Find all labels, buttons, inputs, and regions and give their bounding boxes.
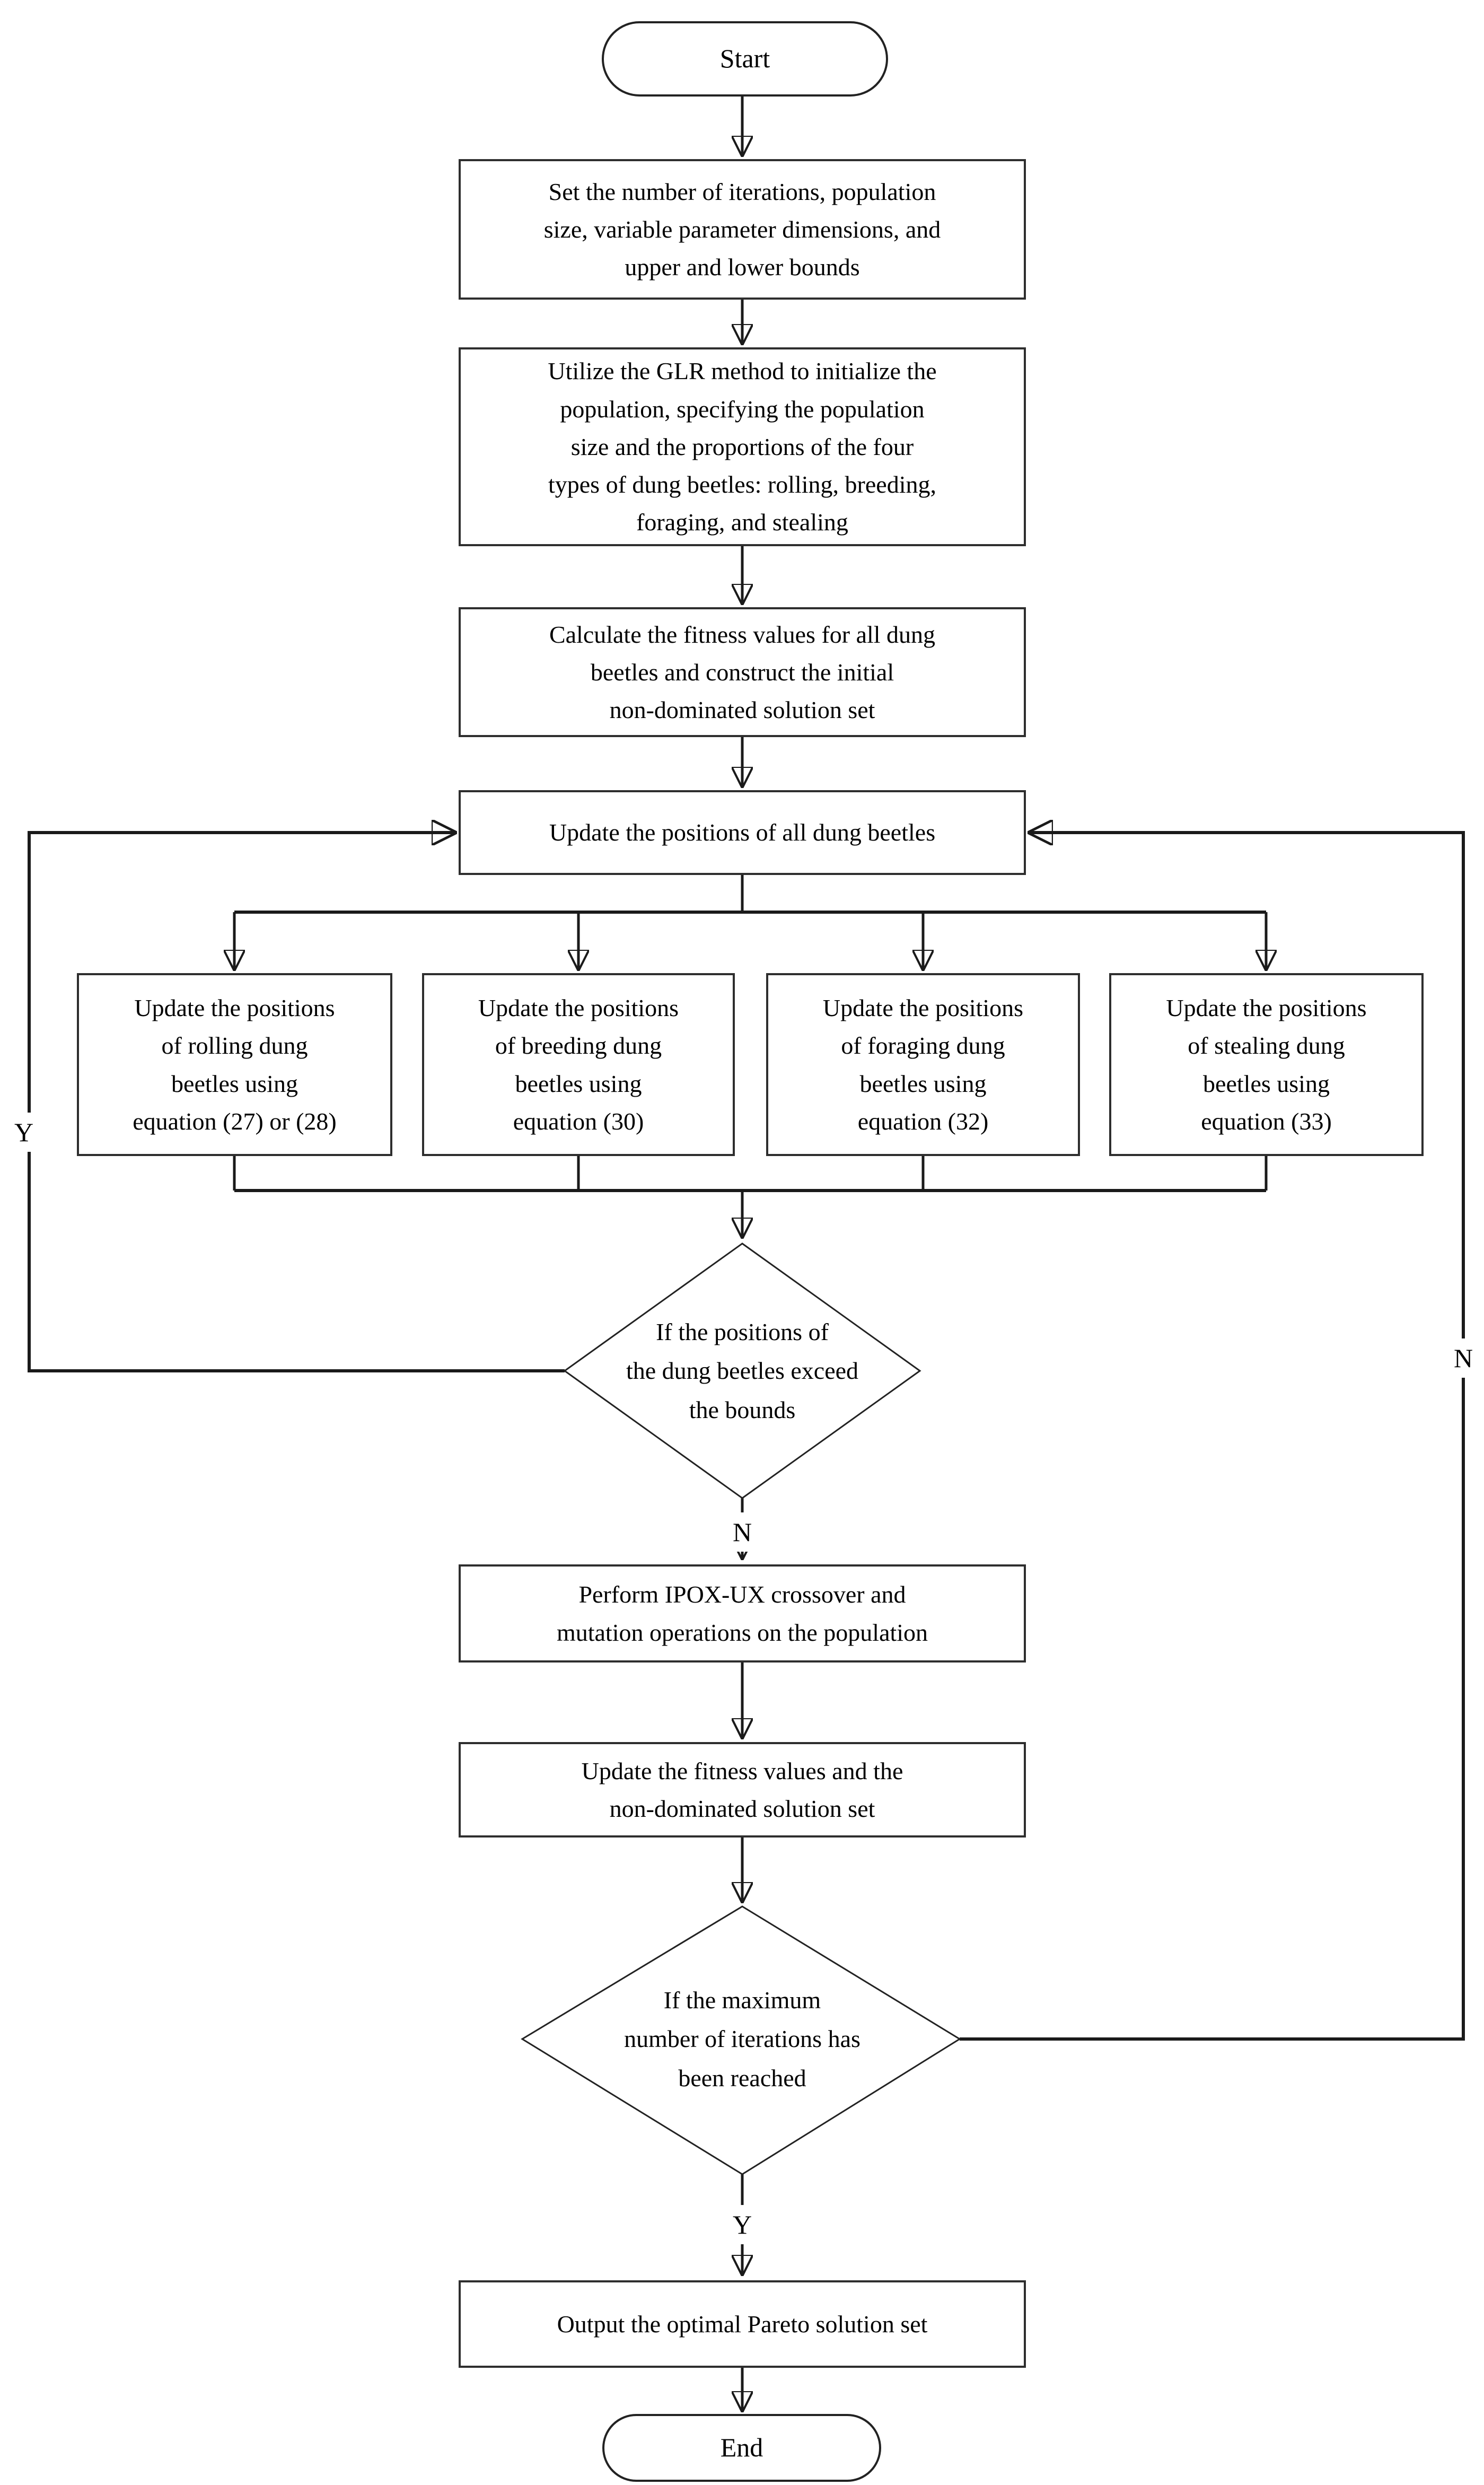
update-all-positions-node: Update the positions of all dung beetles — [459, 790, 1026, 875]
output-pareto-node: Output the optimal Pareto solution set — [459, 2280, 1026, 2368]
update-foraging-node: Update the positions of foraging dung be… — [766, 973, 1080, 1156]
bounds-yes-label: Y — [4, 1113, 43, 1152]
start-node: Start — [602, 21, 888, 97]
iterations-yes-label: Y — [719, 2205, 766, 2244]
bounds-decision-diamond — [563, 1242, 921, 1499]
calculate-fitness-node: Calculate the fitness values for all dun… — [459, 607, 1026, 737]
edge-iterations-no-loop — [960, 833, 1465, 2041]
bounds-no-label: N — [719, 1512, 766, 1552]
set-parameters-node: Set the number of iterations, population… — [459, 159, 1026, 300]
update-rolling-node: Update the positions of rolling dung bee… — [77, 973, 392, 1156]
bounds-decision-label: If the positions of the dung beetles exc… — [626, 1318, 859, 1423]
initialize-population-node: Utilize the GLR method to initialize the… — [459, 347, 1026, 546]
update-fitness-node: Update the fitness values and the non-do… — [459, 1742, 1026, 1838]
iterations-decision-diamond — [521, 1905, 961, 2175]
iterations-decision-label: If the maximum number of iterations has … — [624, 1986, 860, 2092]
edge-bounds-yes-loop — [28, 833, 565, 1372]
end-node: End — [602, 2414, 881, 2482]
iterations-no-label: N — [1440, 1338, 1484, 1378]
update-breeding-node: Update the positions of breeding dung be… — [422, 973, 735, 1156]
update-stealing-node: Update the positions of stealing dung be… — [1109, 973, 1424, 1156]
crossover-mutation-node: Perform IPOX-UX crossover and mutation o… — [459, 1564, 1026, 1662]
